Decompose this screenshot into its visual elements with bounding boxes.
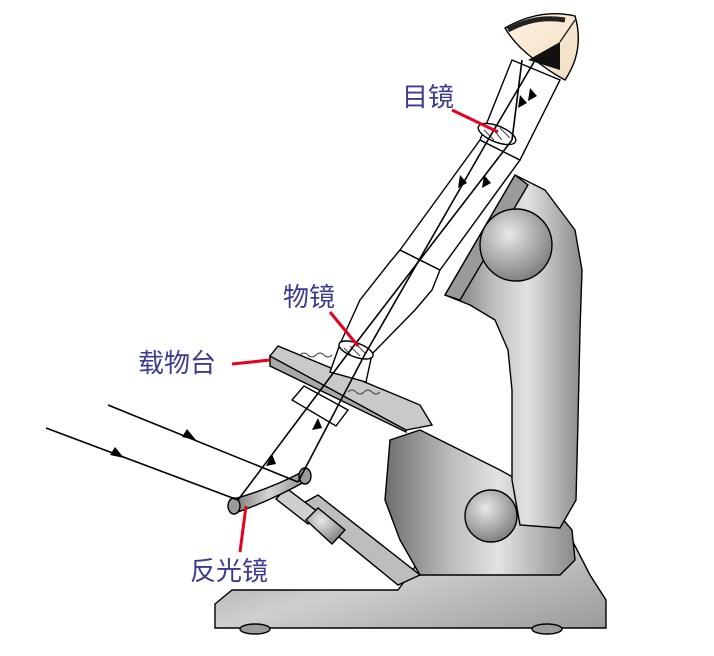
eyepiece-lens: [477, 122, 517, 146]
reflector-mirror: [227, 467, 312, 515]
coarse-focus-knob: [479, 208, 553, 282]
label-stage: 载物台: [138, 349, 216, 379]
label-eyepiece: 目镜: [402, 83, 454, 113]
eye-icon: [504, 13, 580, 81]
stage: [269, 345, 434, 434]
mirror-holder: [274, 487, 347, 545]
fine-focus-knob: [464, 489, 518, 543]
label-mirror: 反光镜: [190, 557, 268, 587]
light-rays: [45, 59, 537, 501]
label-objective: 物镜: [283, 283, 335, 313]
label-leaders: [231, 108, 499, 553]
